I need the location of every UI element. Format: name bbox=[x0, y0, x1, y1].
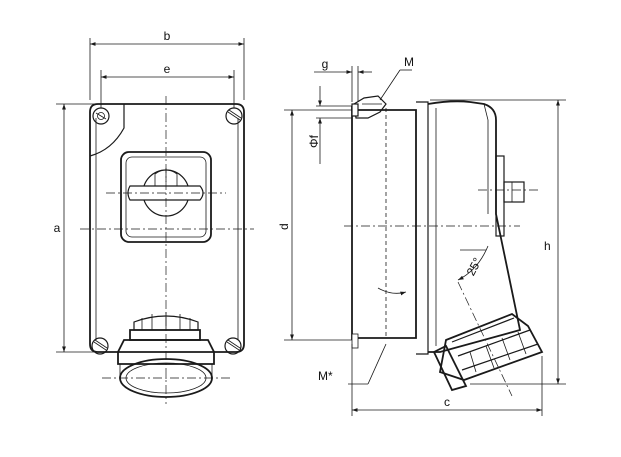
label-phi-f: Φf bbox=[307, 134, 321, 148]
label-d: d bbox=[277, 223, 291, 230]
label-M-top: M bbox=[404, 55, 414, 69]
screw-bottom-right bbox=[224, 337, 242, 355]
label-M-star: M* bbox=[318, 369, 333, 383]
screw-top-right bbox=[225, 107, 243, 125]
dim-g: g bbox=[314, 57, 372, 102]
side-view: 25° g M Φf d bbox=[277, 55, 566, 416]
dim-h: h bbox=[430, 99, 566, 385]
label-a: a bbox=[54, 221, 61, 235]
dim-e: e bbox=[100, 62, 235, 108]
dim-a: a bbox=[54, 103, 98, 353]
dim-b: b bbox=[89, 29, 245, 100]
dim-d: d bbox=[277, 109, 352, 341]
side-backplate bbox=[351, 101, 429, 355]
side-socket bbox=[432, 312, 544, 392]
label-e: e bbox=[164, 62, 171, 76]
angle-25: 25° bbox=[457, 245, 489, 281]
dim-c: c bbox=[351, 344, 543, 416]
label-h: h bbox=[544, 239, 551, 253]
label-g: g bbox=[322, 57, 329, 71]
dim-phi-f: Φf bbox=[307, 86, 352, 164]
screw-bottom-left bbox=[91, 337, 109, 355]
front-view: b e a bbox=[54, 29, 254, 404]
side-cover bbox=[427, 100, 525, 353]
screw-top-left bbox=[92, 107, 110, 125]
front-enclosure bbox=[89, 103, 245, 353]
label-c: c bbox=[444, 395, 450, 409]
top-screw-detail bbox=[351, 95, 387, 119]
leader-M: M bbox=[379, 55, 414, 101]
leader-M-star: M* bbox=[318, 333, 387, 385]
label-b: b bbox=[164, 29, 171, 43]
